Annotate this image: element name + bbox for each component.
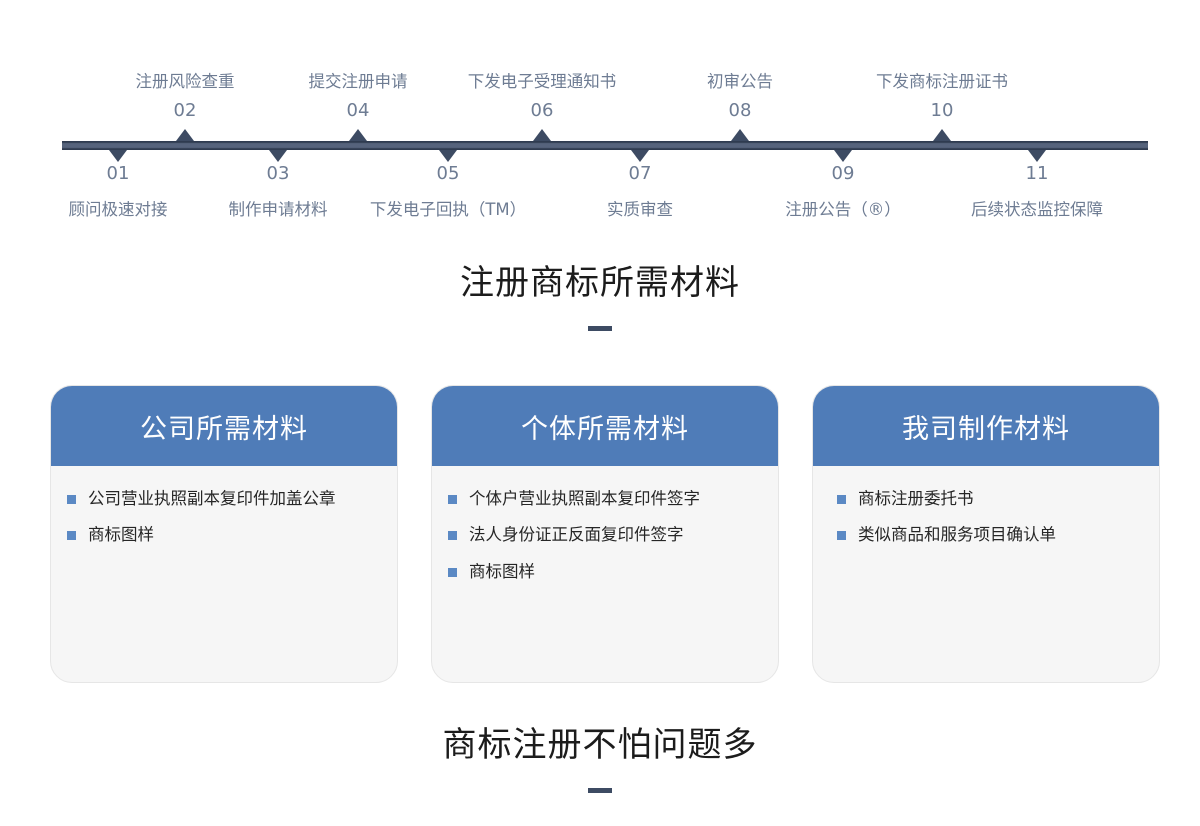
list-item: 商标图样	[67, 524, 381, 546]
materials-card: 我司制作材料商标注册委托书类似商品和服务项目确认单	[812, 385, 1160, 683]
materials-card-header: 我司制作材料	[813, 386, 1159, 466]
timeline-step-label: 顾问极速对接	[68, 200, 168, 219]
list-item: 个体户营业执照副本复印件签字	[448, 488, 762, 510]
square-bullet-icon	[837, 531, 846, 541]
list-item: 商标图样	[448, 561, 762, 583]
timeline-step-number: 05	[436, 163, 460, 184]
triangle-down-icon	[439, 150, 457, 162]
timeline-step-label: 下发商标注册证书	[876, 72, 1008, 91]
list-item-label: 类似商品和服务项目确认单	[858, 525, 1056, 545]
timeline-step-number: 06	[530, 100, 554, 121]
timeline-step-label: 下发电子回执（TM）	[369, 200, 527, 219]
materials-list: 公司营业执照副本复印件加盖公章商标图样	[67, 488, 381, 547]
triangle-up-icon	[933, 129, 951, 141]
timeline-step-label: 注册风险查重	[135, 72, 235, 91]
heading-dash-divider	[588, 788, 612, 793]
section-title: 商标注册不怕问题多	[442, 725, 758, 765]
triangle-down-icon	[109, 150, 127, 162]
materials-card: 个体所需材料个体户营业执照副本复印件签字法人身份证正反面复印件签字商标图样	[431, 385, 779, 683]
triangle-up-icon	[176, 129, 194, 141]
list-item-label: 个体户营业执照副本复印件签字	[469, 489, 700, 508]
timeline-step-number: 08	[728, 100, 752, 121]
timeline-step-number: 10	[930, 100, 954, 121]
triangle-up-icon	[731, 129, 749, 141]
timeline-step-label: 实质审查	[607, 200, 673, 219]
triangle-down-icon	[631, 150, 649, 162]
timeline-step-number: 02	[173, 100, 197, 121]
triangle-down-icon	[1028, 150, 1046, 162]
list-item: 类似商品和服务项目确认单	[837, 524, 1143, 546]
square-bullet-icon	[67, 495, 76, 504]
materials-card-body: 个体户营业执照副本复印件签字法人身份证正反面复印件签字商标图样	[432, 466, 778, 682]
triangle-down-icon	[269, 150, 287, 162]
list-item-label: 商标图样	[88, 525, 154, 545]
timeline-step-label: 下发电子受理通知书	[467, 72, 617, 91]
list-item-label: 法人身份证正反面复印件签字	[469, 525, 684, 545]
triangle-down-icon	[834, 150, 852, 162]
materials-list: 个体户营业执照副本复印件签字法人身份证正反面复印件签字商标图样	[448, 488, 762, 583]
timeline-step-label: 制作申请材料	[228, 200, 328, 219]
list-item-label: 公司营业执照副本复印件加盖公章	[88, 489, 336, 508]
triangle-up-icon	[349, 129, 367, 141]
square-bullet-icon	[448, 531, 457, 541]
square-bullet-icon	[67, 531, 76, 541]
materials-list: 商标注册委托书类似商品和服务项目确认单	[837, 488, 1143, 547]
list-item-label: 商标图样	[469, 561, 535, 581]
timeline-step-number: 11	[1025, 163, 1049, 184]
materials-card-header: 个体所需材料	[432, 386, 778, 466]
materials-card: 公司所需材料公司营业执照副本复印件加盖公章商标图样	[50, 385, 398, 683]
timeline-step-label: 注册公告（®）	[785, 200, 901, 219]
registration-timeline: 顾问极速对接 01 注册风险查重 02 制作申请材料 03 提交注册申请 04 下发电子回执（T…	[0, 0, 1200, 240]
square-bullet-icon	[837, 495, 846, 504]
timeline-step-number: 07	[628, 163, 652, 184]
materials-section-heading: 注册商标所需材料	[0, 266, 1200, 331]
timeline-step-number: 09	[831, 163, 855, 184]
square-bullet-icon	[448, 567, 457, 577]
materials-card-body: 公司营业执照副本复印件加盖公章商标图样	[51, 466, 397, 682]
square-bullet-icon	[448, 495, 457, 504]
timeline-step-label: 提交注册申请	[308, 72, 408, 91]
list-item-label: 商标注册委托书	[858, 489, 974, 508]
list-item: 公司营业执照副本复印件加盖公章	[67, 488, 381, 510]
triangle-up-icon	[533, 129, 551, 141]
materials-card-header: 公司所需材料	[51, 386, 397, 466]
materials-card-group: 公司所需材料公司营业执照副本复印件加盖公章商标图样个体所需材料个体户营业执照副本…	[50, 385, 1160, 683]
list-item: 法人身份证正反面复印件签字	[448, 524, 762, 546]
timeline-step-label: 初审公告	[707, 72, 773, 91]
timeline-bar	[62, 141, 1148, 150]
timeline-step-number: 01	[106, 163, 130, 184]
timeline-step-number: 03	[266, 163, 290, 184]
heading-dash-divider	[588, 326, 612, 331]
list-item: 商标注册委托书	[837, 488, 1143, 510]
questions-section-heading: 商标注册不怕问题多	[0, 728, 1200, 793]
timeline-step-label: 后续状态监控保障	[971, 200, 1103, 219]
timeline-step-number: 04	[346, 100, 370, 121]
page-title: 注册商标所需材料	[460, 263, 740, 303]
materials-card-body: 商标注册委托书类似商品和服务项目确认单	[813, 466, 1159, 682]
